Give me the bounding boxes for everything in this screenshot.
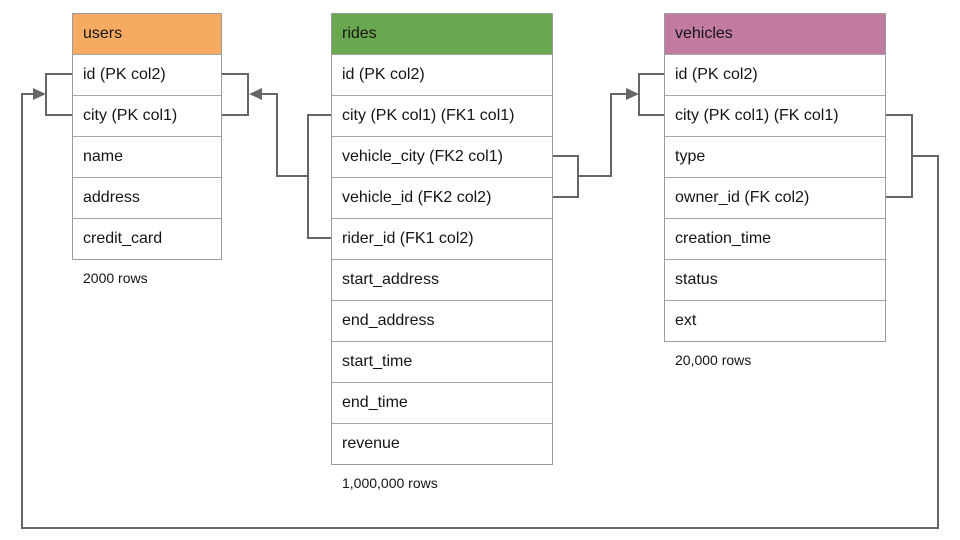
rides-to-vehicles-line: [578, 93, 626, 177]
column-row: end_address: [332, 300, 552, 341]
column-row: start_address: [332, 259, 552, 300]
column-row: start_time: [332, 341, 552, 382]
table-users-rowcount: 2000 rows: [83, 270, 148, 286]
connector-rides-to-users: [222, 73, 331, 239]
rides-right-bracket: [553, 155, 579, 198]
table-rides-rows: id (PK col2)city (PK col1) (FK1 col1)veh…: [332, 54, 552, 464]
column-row: owner_id (FK col2): [665, 177, 885, 218]
vehicles-left-bracket: [638, 73, 664, 116]
table-rides-rowcount: 1,000,000 rows: [342, 475, 438, 491]
rides-left-bracket: [307, 114, 331, 239]
table-rides: rides id (PK col2)city (PK col1) (FK1 co…: [331, 13, 553, 491]
column-row: rider_id (FK1 col2): [332, 218, 552, 259]
arrowhead-into-vehicles: [626, 88, 639, 100]
column-row: revenue: [332, 423, 552, 464]
column-row: city (PK col1) (FK col1): [665, 95, 885, 136]
column-row: address: [73, 177, 221, 218]
users-right-bracket: [222, 73, 249, 116]
column-row: status: [665, 259, 885, 300]
table-users-header: users: [73, 14, 221, 54]
vehicles-right-bracket: [886, 114, 913, 198]
table-vehicles-rows: id (PK col2)city (PK col1) (FK col1)type…: [665, 54, 885, 341]
arrowhead-into-users-left: [33, 88, 46, 100]
connector-rides-to-vehicles: [553, 73, 664, 198]
column-row: city (PK col1) (FK1 col1): [332, 95, 552, 136]
rides-to-users-line: [262, 93, 308, 177]
table-vehicles-header: vehicles: [665, 14, 885, 54]
column-row: vehicle_id (FK2 col2): [332, 177, 552, 218]
column-row: end_time: [332, 382, 552, 423]
column-row: id (PK col2): [665, 54, 885, 95]
column-row: id (PK col2): [73, 54, 221, 95]
column-row: ext: [665, 300, 885, 341]
column-row: city (PK col1): [73, 95, 221, 136]
table-vehicles: vehicles id (PK col2)city (PK col1) (FK …: [664, 13, 886, 368]
table-rides-header: rides: [332, 14, 552, 54]
users-left-bracket: [45, 73, 72, 116]
column-row: creation_time: [665, 218, 885, 259]
table-rides-box: rides id (PK col2)city (PK col1) (FK1 co…: [331, 13, 553, 465]
table-vehicles-box: vehicles id (PK col2)city (PK col1) (FK …: [664, 13, 886, 342]
column-row: vehicle_city (FK2 col1): [332, 136, 552, 177]
column-row: credit_card: [73, 218, 221, 259]
column-row: type: [665, 136, 885, 177]
table-vehicles-rowcount: 20,000 rows: [675, 352, 752, 368]
arrowhead-into-users: [249, 88, 262, 100]
column-row: id (PK col2): [332, 54, 552, 95]
column-row: name: [73, 136, 221, 177]
